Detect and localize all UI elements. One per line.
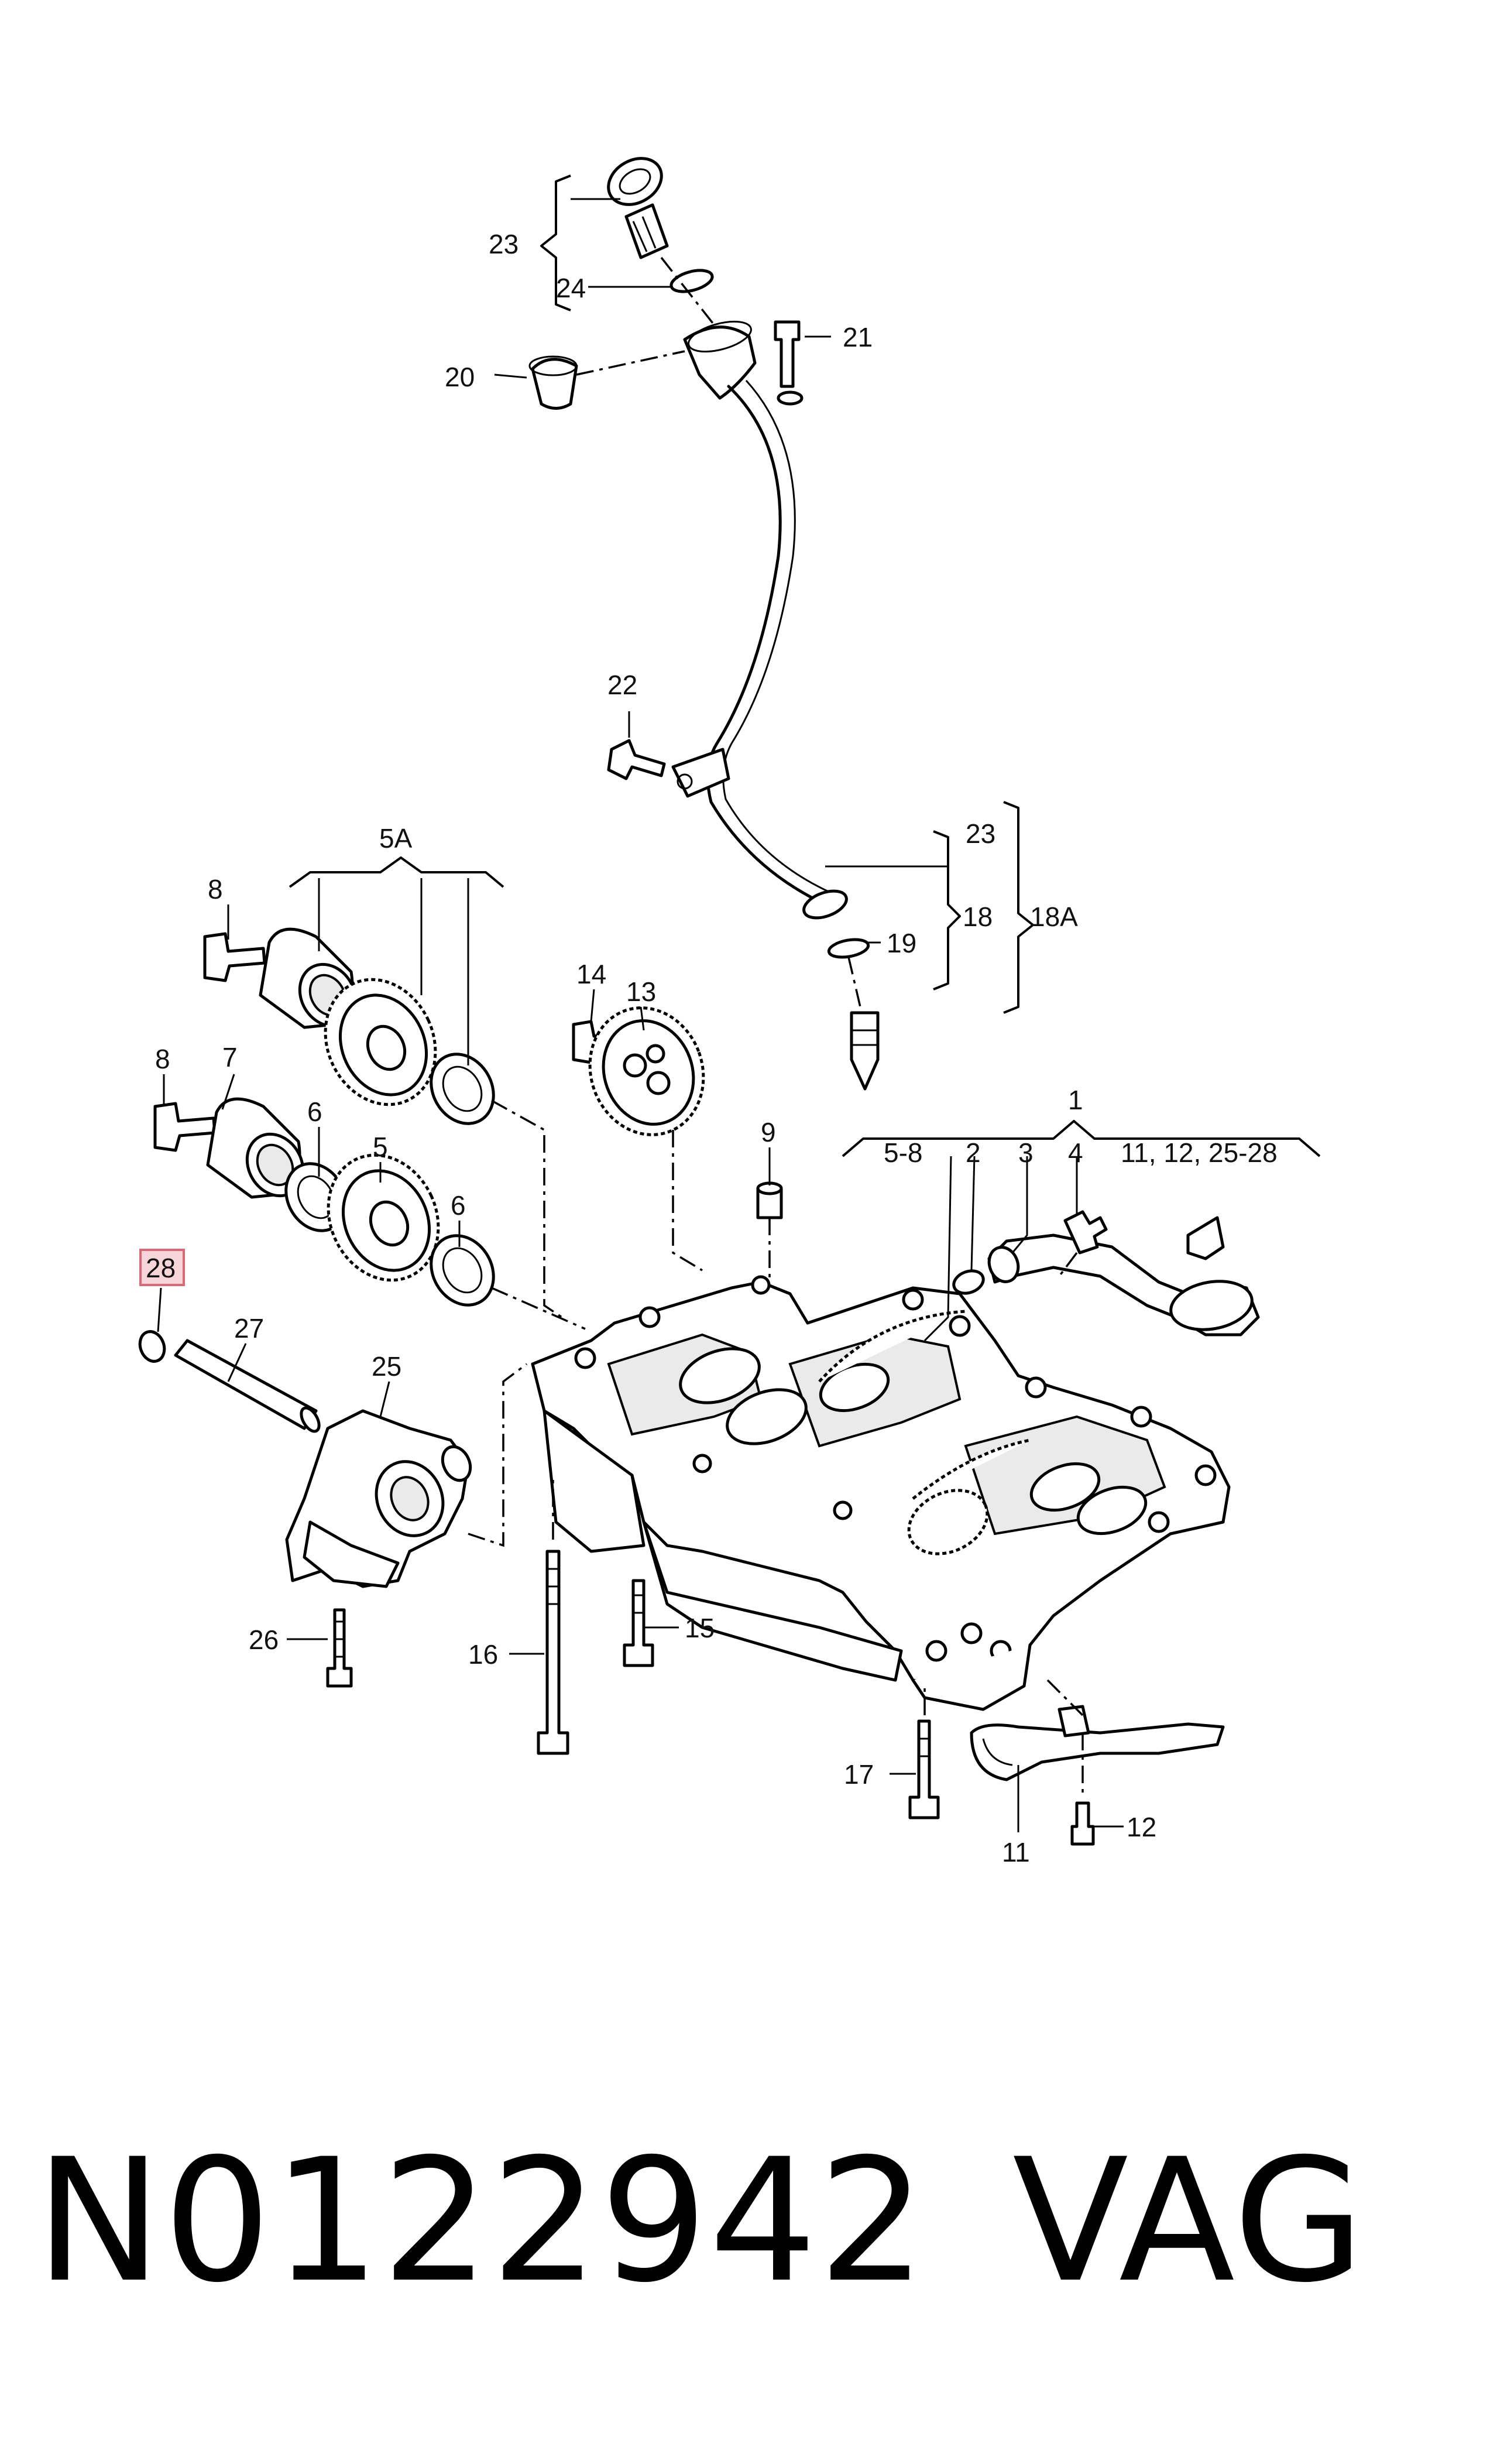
callout-5: 5 [373,1132,388,1162]
part-number-label: N0122942 [35,2123,928,2320]
bolt-15 [623,1579,654,1667]
tube-lower-fitting [802,889,848,920]
guide-tube [706,385,821,903]
housing-bolts [537,1475,940,1819]
callout-4: 4 [1068,1137,1083,1168]
bolt-8-lower [153,1102,217,1152]
callout-5A: 5A [379,823,413,854]
callout-19: 19 [887,928,916,958]
tube-bracket [671,748,730,798]
o-ring-24 [669,269,714,293]
bolt-17 [908,1719,940,1819]
callout-labels: 23 24 21 20 22 23 18 18A 19 5A 8 7 8 6 5… [139,229,1278,1867]
bolt-26 [326,1608,353,1688]
bolt-8-upper [203,932,266,982]
callout-20: 20 [445,362,475,392]
callout-9: 9 [761,1117,776,1147]
bolt-22 [607,739,666,780]
callout-2: 2 [966,1137,981,1168]
gear-13 [572,1006,705,1272]
callout-6-upper: 6 [307,1096,322,1127]
callout-7: 7 [222,1042,238,1072]
dipstick-tip [850,1011,880,1091]
callout-18A: 18A [1030,902,1078,932]
dipstick-assembly [528,157,880,1091]
o-ring-19 [827,938,870,959]
dipstick-grip [624,203,669,259]
callout-8-upper: 8 [208,874,223,904]
dipstick-handle-ring [607,157,663,206]
callout-28[interactable]: 28 [146,1253,176,1283]
callout-12: 12 [1127,1812,1156,1842]
highlight-box-28 [139,1249,185,1286]
callout-14: 14 [576,959,606,989]
callout-25: 25 [372,1351,401,1382]
callout-21: 21 [843,322,873,352]
callout-24: 24 [556,273,586,303]
o-ring-2 [952,1269,985,1295]
callout-26: 26 [249,1625,279,1655]
bolt-21 [774,320,801,388]
callout-11-12-25-28: 11, 12, 25-28 [1121,1137,1278,1168]
guide-tube-head [683,325,757,400]
balance-shaft-housing [531,1181,1231,1711]
callout-17: 17 [844,1759,874,1790]
oil-pipes [952,1210,1260,1846]
callout-23-right: 23 [966,818,995,849]
brand-label: VAG [1012,2123,1366,2320]
oil-pipe-11 [970,1722,1225,1781]
o-ring-28 [138,1330,166,1363]
callout-15: 15 [685,1613,715,1643]
callout-5-8: 5-8 [884,1137,922,1168]
callout-8-lower: 8 [155,1044,170,1074]
callout-16: 16 [468,1639,498,1670]
callout-18: 18 [963,902,993,932]
callout-23-top: 23 [489,229,519,259]
callout-27: 27 [234,1313,264,1344]
bolt-12 [1070,1801,1095,1846]
oil-pump-group [138,1330,528,1688]
callout-11: 11 [1002,1837,1030,1867]
callout-3: 3 [1018,1137,1034,1168]
callout-22: 22 [607,670,637,700]
gear-set-5a [153,927,586,1330]
callout-1: 1 [1068,1085,1083,1115]
callout-6-lower: 6 [451,1190,466,1221]
callout-13: 13 [626,976,656,1007]
brackets-and-leaders [157,174,1321,1832]
cap-20 [531,358,578,410]
bolt-16 [537,1550,569,1755]
bolt-4 [1063,1210,1108,1255]
drive-shaft-27 [174,1339,318,1430]
